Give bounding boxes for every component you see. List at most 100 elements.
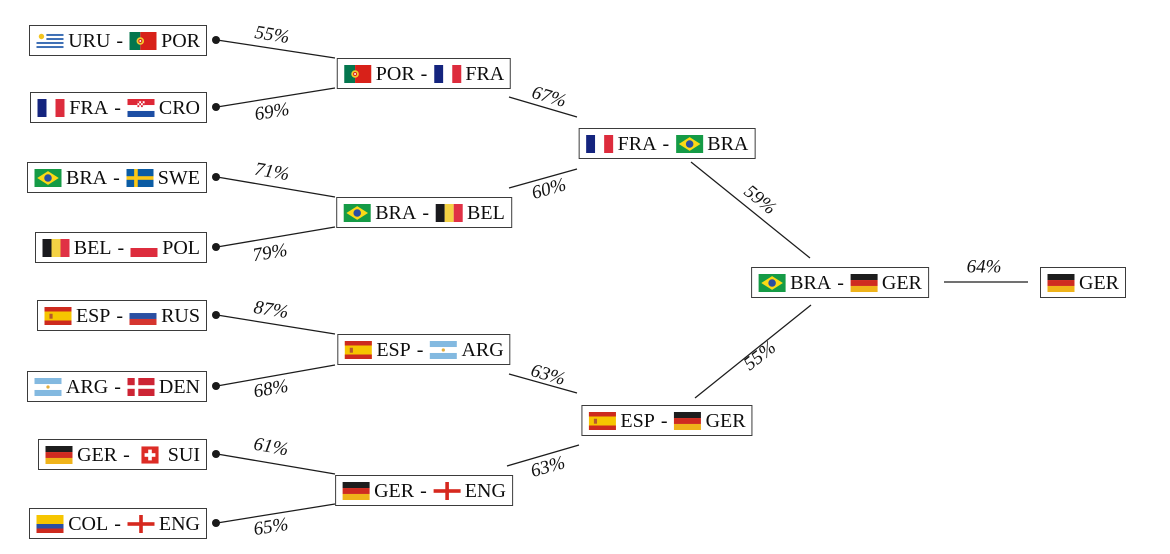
team-code: GER [374, 479, 415, 502]
team-code: BRA [707, 132, 749, 155]
connector-dot [212, 103, 220, 111]
qf-match-por-fra: POR - FRA [336, 58, 512, 89]
vs-separator: - [114, 512, 121, 535]
vs-separator: - [116, 304, 124, 327]
connector-line [216, 176, 336, 198]
team-code: GER [705, 409, 746, 432]
winner-box: GER [1040, 267, 1126, 298]
team-code: BEL [467, 201, 505, 224]
team-flag-icon [758, 274, 786, 292]
team-flag-icon [36, 515, 64, 533]
connector-line [508, 96, 578, 118]
advance-pct-label: 64% [966, 256, 1002, 278]
vs-separator: - [114, 96, 121, 119]
r16-match-bra-swe: BRA - SWE [26, 162, 207, 193]
advance-pct-label: 71% [253, 158, 291, 186]
connector-line [216, 364, 336, 387]
team-code: GER [1079, 271, 1119, 294]
team-flag-icon [342, 482, 370, 500]
team-flag-icon [36, 32, 64, 50]
connector-dot [212, 382, 220, 390]
team-flag-icon [588, 412, 616, 430]
team-code: SUI [167, 443, 200, 466]
r16-match-bel-pol: BEL - POL [34, 232, 207, 263]
r16-match-uru-por: URU - POR [29, 25, 207, 56]
team-flag-icon [674, 412, 702, 430]
team-code: FRA [465, 62, 505, 85]
team-flag-icon [129, 307, 157, 325]
sf-match-esp-ger: ESP - GER [581, 405, 753, 436]
connector-line [506, 444, 580, 467]
advance-pct-label: 55% [253, 21, 291, 49]
team-code: SWE [157, 166, 200, 189]
final-match-bra-ger: BRA - GER [751, 267, 929, 298]
team-flag-icon [34, 378, 62, 396]
vs-separator: - [416, 338, 424, 361]
connector-dot [212, 173, 220, 181]
advance-pct-label: 65% [252, 513, 290, 541]
vs-separator: - [420, 479, 427, 502]
team-flag-icon [127, 515, 155, 533]
team-code: GER [881, 271, 922, 294]
team-code: COL [68, 512, 109, 535]
team-code: FRA [69, 96, 109, 119]
connector-dot [212, 36, 220, 44]
r16-match-ger-sui: GER - SUI [38, 439, 207, 470]
qf-match-bra-bel: BRA - BEL [336, 197, 512, 228]
connector-line [216, 39, 336, 59]
team-flag-icon [37, 99, 65, 117]
qf-match-esp-arg: ESP - ARG [337, 334, 511, 365]
connector-dot [212, 243, 220, 251]
team-flag-icon [586, 135, 614, 153]
vs-separator: - [123, 443, 130, 466]
connector-line [216, 314, 336, 335]
connector-line [508, 373, 578, 394]
team-code: DEN [158, 375, 200, 398]
team-code: URU [68, 29, 111, 52]
team-code: POR [161, 29, 200, 52]
connector-lines [216, 39, 1028, 524]
team-code: CRO [158, 96, 200, 119]
team-flag-icon [435, 204, 463, 222]
team-flag-icon [675, 135, 703, 153]
connector-dot [212, 519, 220, 527]
connector-line [216, 453, 336, 475]
team-flag-icon [42, 239, 70, 257]
team-code: BRA [790, 271, 832, 294]
sf-match-fra-bra: FRA - BRA [578, 128, 756, 159]
team-flag-icon [433, 65, 461, 83]
team-code: FRA [617, 132, 657, 155]
connector-line [216, 503, 336, 524]
r16-match-arg-den: ARG - DEN [26, 371, 207, 402]
team-code: POR [375, 62, 415, 85]
team-code: BRA [375, 201, 417, 224]
vs-separator: - [117, 236, 125, 259]
team-code: BRA [65, 166, 108, 189]
team-flag-icon [1047, 274, 1075, 292]
vs-separator: - [116, 29, 124, 52]
team-code: ENG [158, 512, 200, 535]
connector-line [694, 304, 812, 399]
team-flag-icon [344, 65, 372, 83]
team-flag-icon [126, 169, 154, 187]
r16-match-fra-cro: FRA - CRO [30, 92, 207, 123]
team-flag-icon [44, 307, 72, 325]
vs-separator: - [662, 132, 670, 155]
team-flag-icon [129, 32, 157, 50]
vs-separator: - [114, 375, 121, 398]
team-code: ARG [65, 375, 109, 398]
team-flag-icon [344, 341, 372, 359]
team-flag-icon [127, 99, 155, 117]
vs-separator: - [420, 62, 428, 85]
connector-line [690, 161, 811, 259]
vs-separator: - [660, 409, 668, 432]
r16-match-esp-rus: ESP - RUS [36, 300, 207, 331]
team-code: ESP [75, 304, 111, 327]
team-flag-icon [433, 482, 461, 500]
vs-separator: - [837, 271, 844, 294]
connector-dot [212, 311, 220, 319]
vs-separator: - [113, 166, 120, 189]
connector-dot [212, 450, 220, 458]
